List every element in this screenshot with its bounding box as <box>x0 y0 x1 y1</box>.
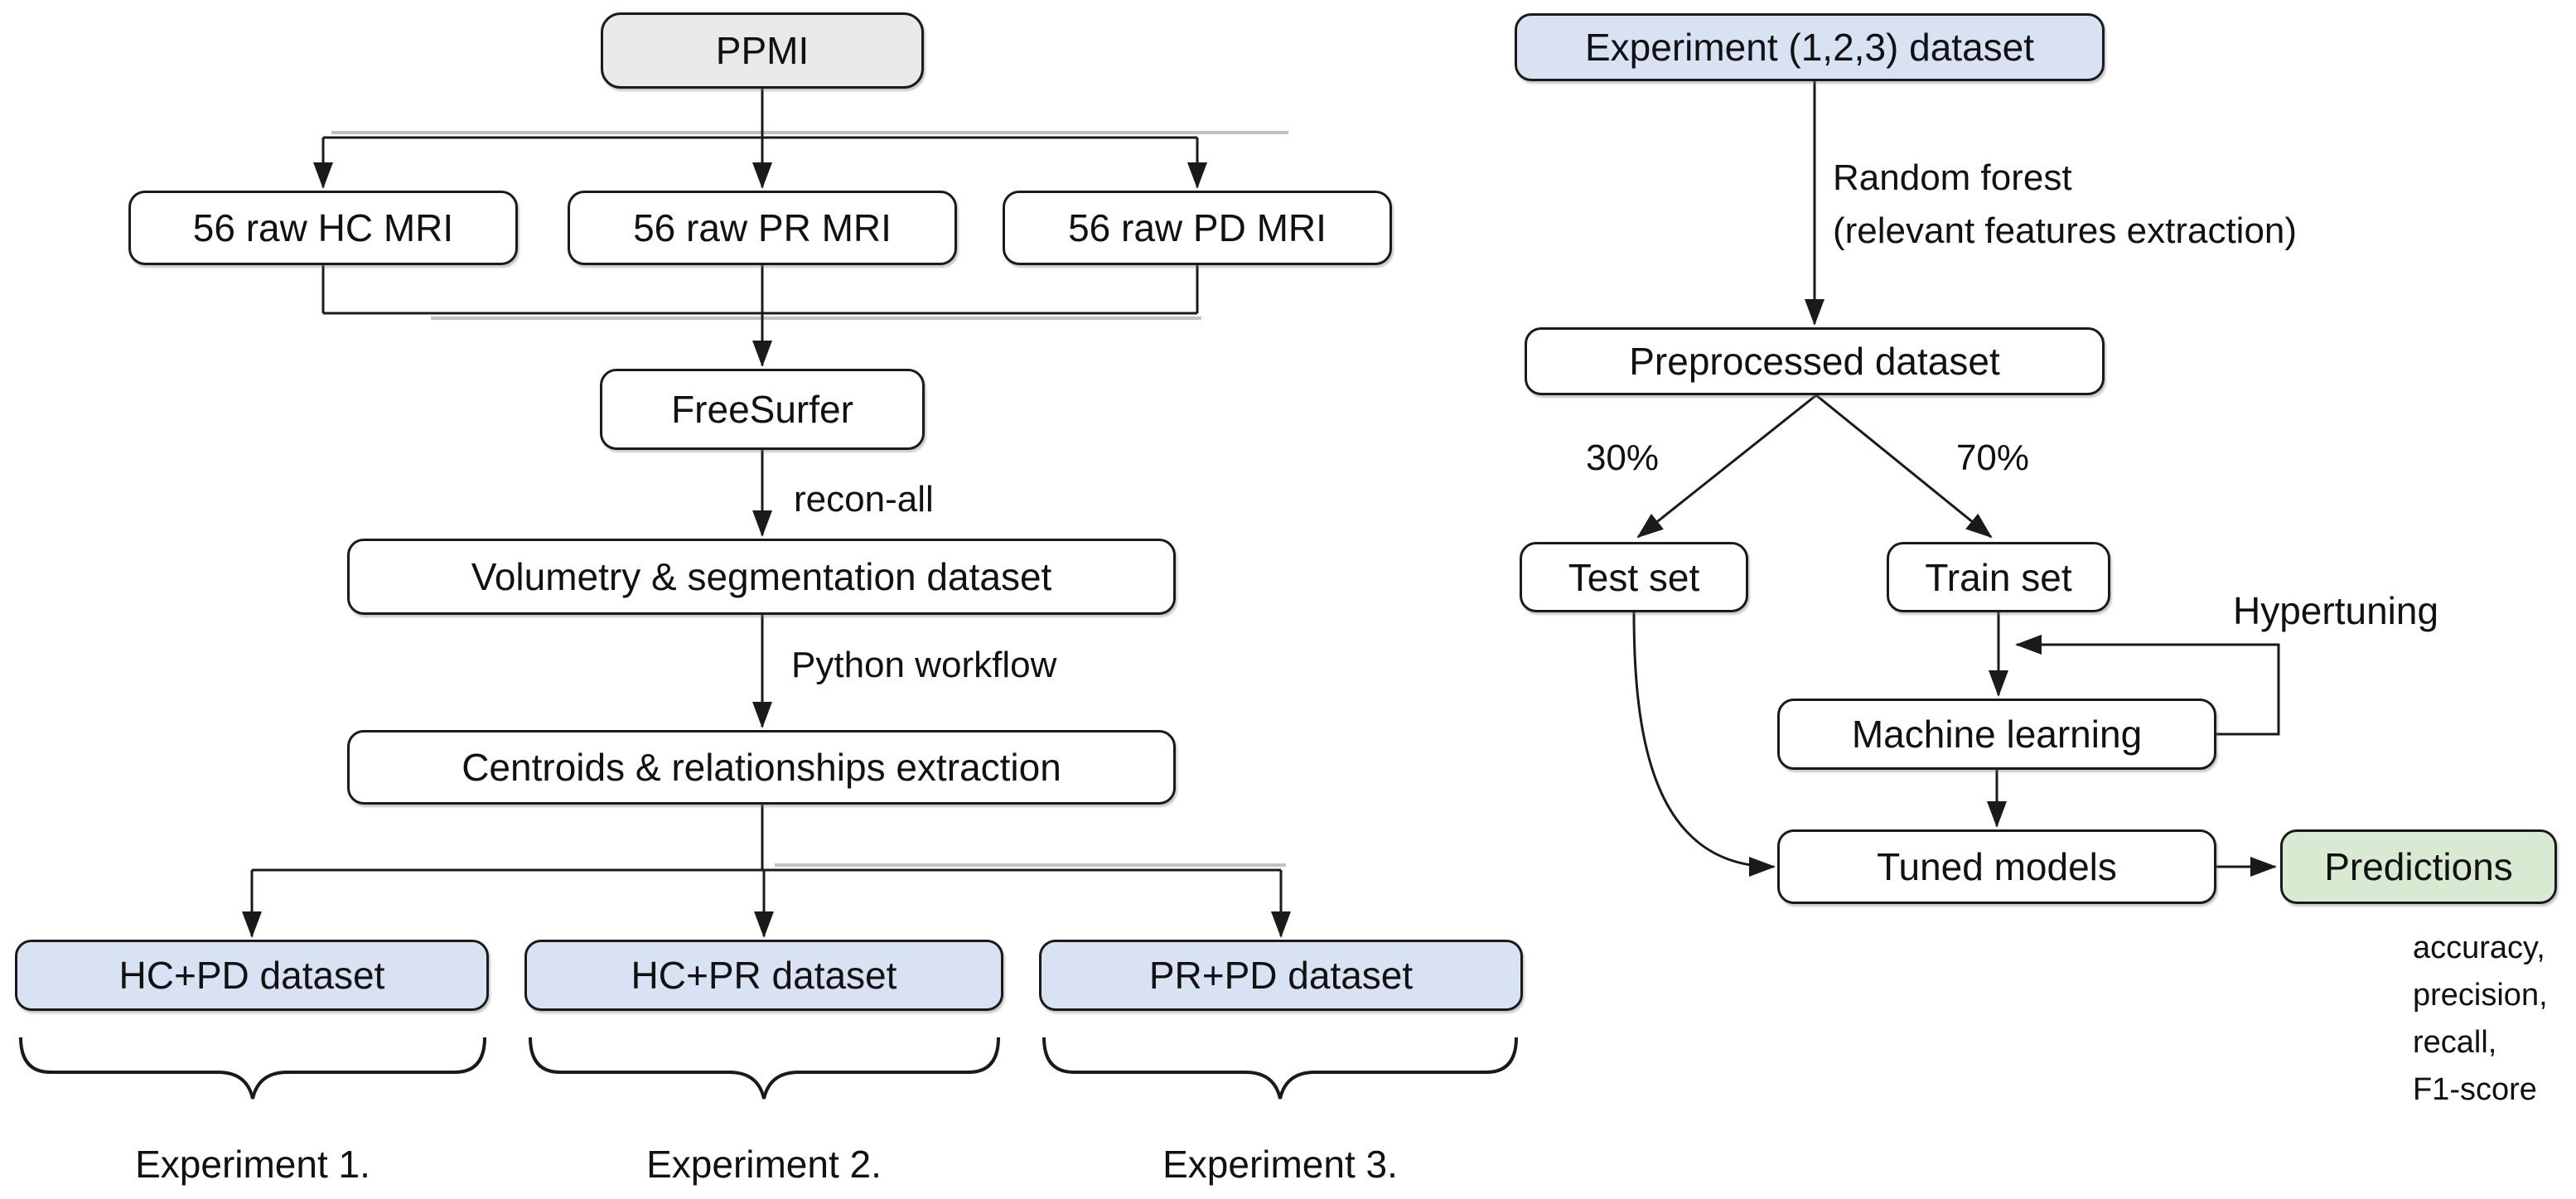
metrics-list: accuracy, precision, recall, F1-score <box>2413 925 2548 1114</box>
train-set-box: Train set <box>1887 542 2110 612</box>
metric-accuracy: accuracy, <box>2413 931 2545 965</box>
brace-experiment-3 <box>1042 1037 1518 1100</box>
brace-experiment-1 <box>19 1037 486 1100</box>
test-set-box: Test set <box>1520 542 1748 612</box>
metric-recall: recall, <box>2413 1025 2497 1060</box>
random-forest-label: Random forest (relevant features extract… <box>1833 152 2297 258</box>
recon-all-label: recon-all <box>794 479 934 520</box>
brace-experiment-2 <box>529 1037 1000 1100</box>
python-workflow-label: Python workflow <box>791 645 1057 685</box>
random-forest-line1: Random forest <box>1833 157 2072 198</box>
metric-f1score: F1-score <box>2413 1072 2537 1107</box>
experiment-3-label: Experiment 3. <box>1162 1143 1398 1186</box>
train-percentage-label: 70% <box>1955 438 2030 478</box>
hc-mri-box: 56 raw HC MRI <box>128 191 518 265</box>
experiment-dataset-box: Experiment (1,2,3) dataset <box>1515 13 2105 81</box>
experiment-1-label: Experiment 1. <box>135 1143 370 1186</box>
predictions-box: Predictions <box>2280 829 2557 904</box>
centroids-box: Centroids & relationships extraction <box>347 730 1176 805</box>
pd-mri-box: 56 raw PD MRI <box>1003 191 1392 265</box>
right-connectors <box>1632 80 2280 877</box>
line-shadows <box>331 131 1288 867</box>
freesurfer-box: FreeSurfer <box>600 369 925 450</box>
prpd-dataset-box: PR+PD dataset <box>1039 940 1523 1011</box>
experiment-braces <box>19 1037 1518 1100</box>
metric-precision: precision, <box>2413 978 2548 1013</box>
experiment-2-label: Experiment 2. <box>646 1143 882 1186</box>
left-connectors <box>242 89 1291 938</box>
test-percentage-label: 30% <box>1585 438 1660 478</box>
hypertuning-loop <box>2015 635 2280 736</box>
pr-mri-box: 56 raw PR MRI <box>568 191 957 265</box>
preprocessed-box: Preprocessed dataset <box>1525 327 2105 395</box>
arrow-split-test <box>1636 394 1817 539</box>
ppmi-box: PPMI <box>601 12 924 89</box>
arrow-split-train <box>1815 394 1993 539</box>
hcpr-dataset-box: HC+PR dataset <box>524 940 1003 1011</box>
hypertuning-label: Hypertuning <box>2233 589 2439 632</box>
hcpd-dataset-box: HC+PD dataset <box>15 940 489 1011</box>
machine-learning-box: Machine learning <box>1777 699 2216 770</box>
volumetry-box: Volumetry & segmentation dataset <box>347 539 1176 615</box>
curve-test-to-tuned <box>1632 612 1776 877</box>
random-forest-line2: (relevant features extraction) <box>1833 210 2298 251</box>
tuned-models-box: Tuned models <box>1777 829 2216 904</box>
